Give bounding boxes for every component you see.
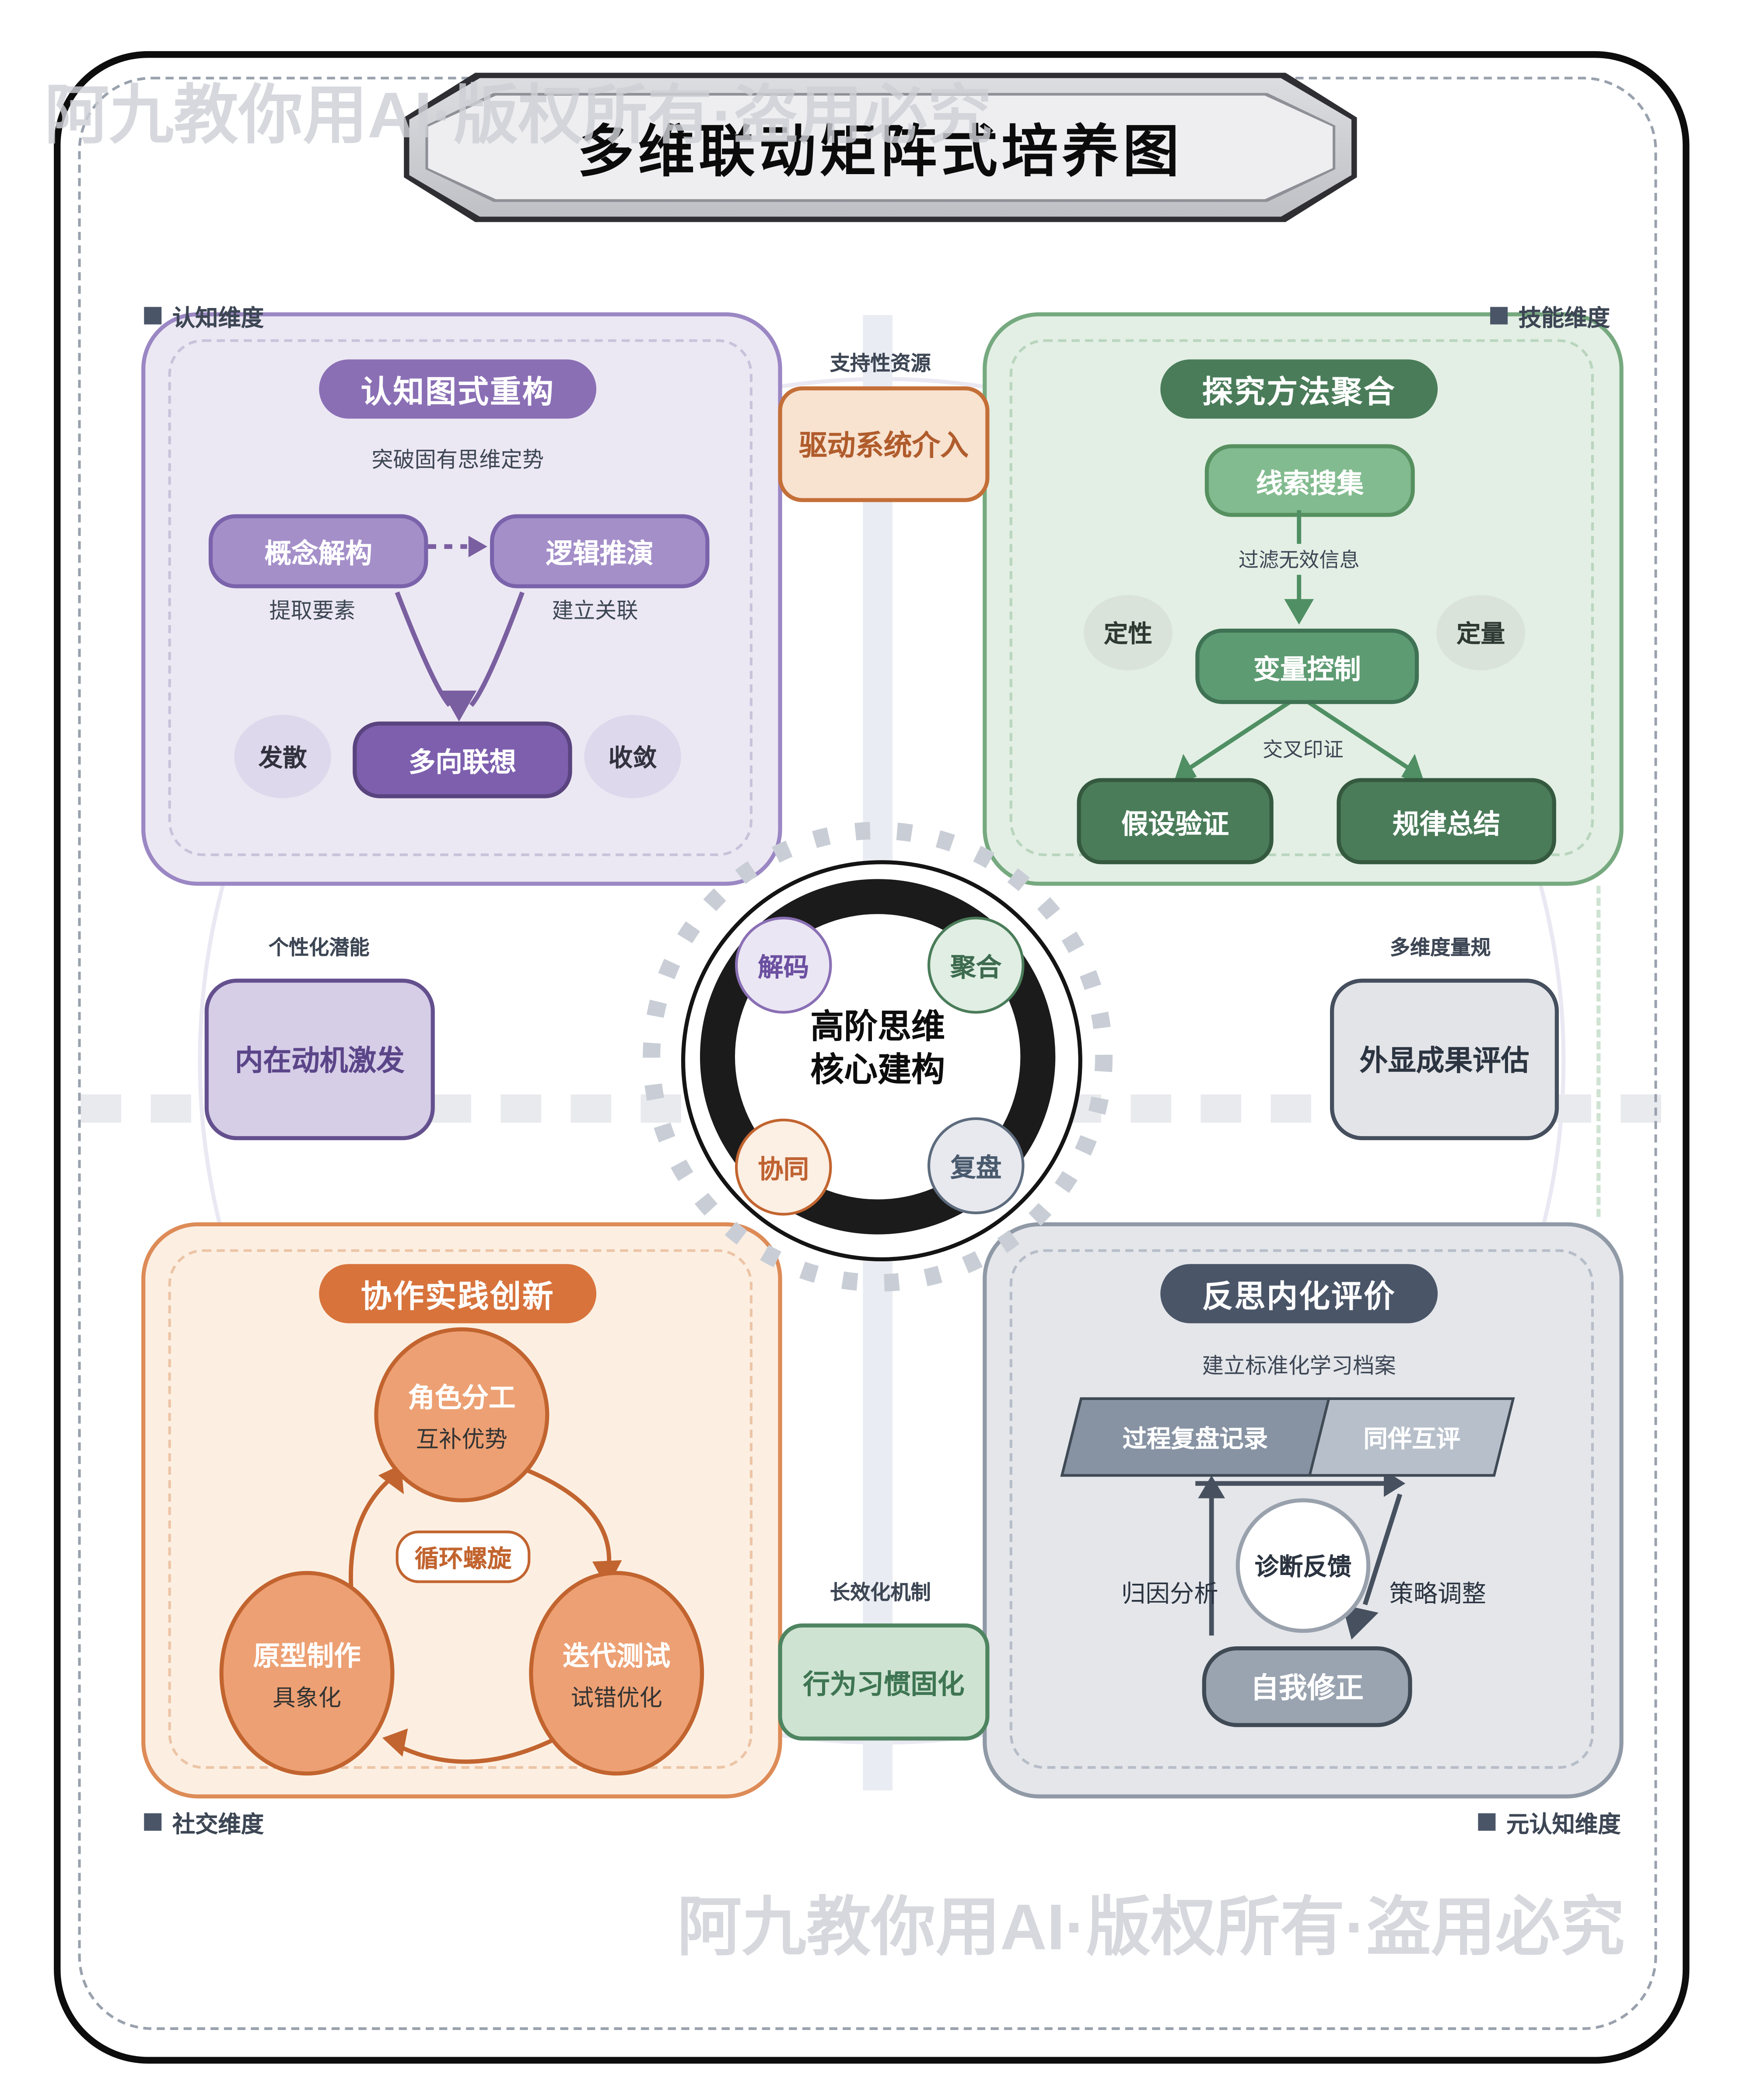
cognitive-header-badge: 认知图式重构 (319, 359, 597, 419)
parallelogram-peer-review: 同伴互评 (1308, 1397, 1515, 1477)
quadrant-metacognitive-inner-dashed (1009, 1249, 1594, 1769)
satellite-review: 复盘 (927, 1117, 1025, 1214)
circle-role-division-sub: 互补优势 (416, 1427, 508, 1452)
dimension-label-cognitive: 认知维度 (144, 299, 264, 332)
box-habit-consolidation: 行为习惯固化 (778, 1623, 990, 1741)
cognitive-subtitle: 突破固有思维定势 (371, 449, 544, 472)
circle-diagnostic-feedback: 诊断反馈 (1236, 1498, 1371, 1633)
ellipse-divergent: 发散 (234, 714, 331, 798)
circle-prototype-sub: 具象化 (273, 1685, 341, 1711)
label-long-term-mechanism: 长效化机制 (830, 1582, 931, 1605)
circle-iterative-test-title: 迭代测试 (563, 1642, 671, 1672)
edge-label-filter-info: 过滤无效信息 (1232, 544, 1367, 575)
green-dashed-connector (1596, 886, 1601, 1217)
square-bullet-icon (1490, 307, 1508, 325)
circle-prototype: 原型制作 具象化 (219, 1571, 395, 1776)
quadrant-social-inner-dashed (168, 1249, 752, 1769)
node-hypothesis-verification: 假设验证 (1077, 778, 1274, 864)
circle-iterative-test-sub: 试错优化 (570, 1685, 662, 1711)
note-attribution-analysis: 归因分析 (1121, 1580, 1218, 1607)
label-supportive-resources: 支持性资源 (830, 353, 931, 376)
node-variable-control: 变量控制 (1195, 628, 1419, 704)
ellipse-quantitative: 定量 (1436, 595, 1526, 671)
meta-header-badge: 反思内化评价 (1160, 1264, 1438, 1323)
note-strategy-adjustment: 策略调整 (1389, 1580, 1486, 1607)
node-clue-collection: 线索搜集 (1204, 444, 1415, 517)
watermark-bottom: 阿九教你用AI·版权所有·盗用必究 (677, 1893, 1625, 1964)
quadrant-cognitive-inner-dashed (168, 339, 752, 856)
skill-header-badge: 探究方法聚合 (1160, 359, 1438, 419)
social-header-badge: 协作实践创新 (319, 1264, 597, 1323)
ellipse-convergent: 收敛 (584, 714, 681, 798)
square-bullet-icon (1478, 1813, 1496, 1831)
satellite-decode: 解码 (735, 917, 832, 1014)
pill-self-correction: 自我修正 (1202, 1646, 1412, 1727)
satellite-collaborate: 协同 (735, 1118, 832, 1216)
outer-black-frame (54, 51, 1690, 2064)
node-pattern-summary: 规律总结 (1337, 778, 1556, 864)
satellite-aggregate: 聚合 (927, 917, 1025, 1014)
node-concept-deconstruction: 概念解构 (208, 514, 428, 588)
quadrant-skill-inner-dashed (1009, 339, 1594, 856)
dimension-label-metacognitive: 元认知维度 (1478, 1805, 1621, 1839)
ellipse-qualitative: 定性 (1083, 595, 1172, 671)
box-drive-system: 驱动系统介入 (778, 386, 990, 502)
circle-prototype-title: 原型制作 (253, 1642, 361, 1672)
center-title: 高阶思维 核心建构 (810, 1008, 945, 1089)
node-multi-association: 多向联想 (353, 721, 572, 798)
dimension-label-social: 社交维度 (144, 1805, 264, 1839)
edge-label-cross-validation: 交叉印证 (1256, 733, 1351, 765)
label-personalized-potential: 个性化潜能 (268, 937, 370, 960)
box-explicit-outcome-eval: 外显成果评估 (1330, 978, 1559, 1141)
note-build-association: 建立关联 (552, 600, 638, 623)
dimension-label-skill: 技能维度 (1490, 299, 1610, 332)
title-badge-panel (428, 95, 1333, 200)
parallelogram-process-review: 过程复盘记录 (1060, 1397, 1331, 1477)
badge-cycle-spiral: 循环螺旋 (396, 1530, 531, 1583)
circle-iterative-test: 迭代测试 试错优化 (529, 1571, 704, 1776)
square-bullet-icon (144, 1813, 162, 1831)
square-bullet-icon (144, 307, 162, 325)
circle-role-division-title: 角色分工 (408, 1384, 516, 1414)
watermark-top: 阿九教你用AI·版权所有·盗用必究 (44, 80, 992, 152)
box-intrinsic-motivation: 内在动机激发 (204, 978, 435, 1141)
meta-subtitle: 建立标准化学习档案 (1202, 1355, 1396, 1379)
circle-role-division: 角色分工 互补优势 (374, 1327, 550, 1502)
label-multidim-rubric: 多维度量规 (1390, 937, 1491, 960)
page-title: 多维联动矩阵式培养图 (577, 119, 1183, 183)
note-extract-elements: 提取要素 (269, 600, 356, 623)
node-logic-deduction: 逻辑推演 (490, 514, 710, 588)
